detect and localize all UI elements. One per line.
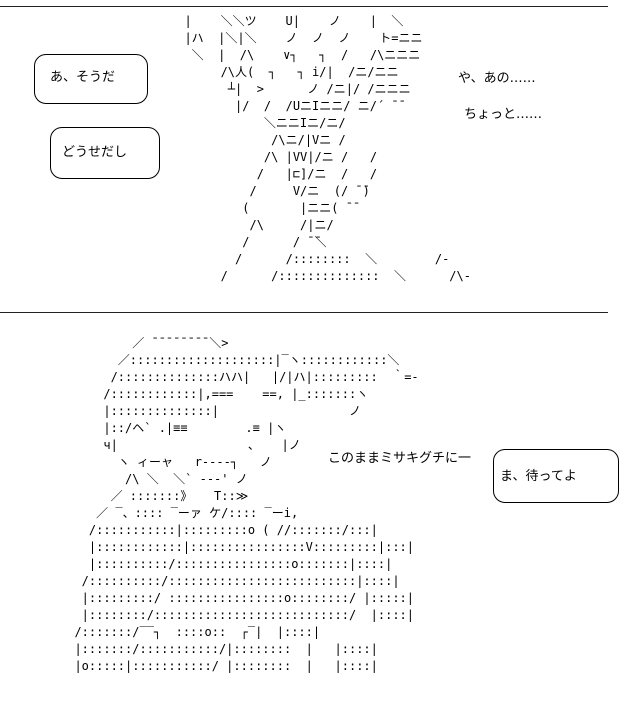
bubble-left-top-text: あ、そうだ	[50, 70, 116, 85]
panel-2: ／ ̄ ̄ ̄ ̄ ̄ ̄ ̄ ̄ ＼> ／::::::::::::::::::…	[0, 313, 629, 728]
speech-bubble-left-bottom	[50, 127, 160, 179]
ascii-art-figure-1: | ＼＼ツ U| ノ | ＼ |ハ |＼|＼ ノ ノ ノ ト=ニニ ＼ | /\…	[184, 14, 471, 283]
bubble-left-bottom-text: どうせだし	[62, 145, 128, 160]
panel-top-border	[0, 6, 608, 7]
narration-text: このままミサキグチに一	[328, 451, 472, 466]
ascii-art-figure-2: ／ ̄ ̄ ̄ ̄ ̄ ̄ ̄ ̄ ＼> ／::::::::::::::::::…	[74, 336, 419, 673]
dialogue-right-line-1: や、あの……	[458, 71, 536, 86]
bubble-right-text: ま、待ってよ	[500, 469, 577, 484]
dialogue-right-line-2: ちょっと……	[464, 107, 543, 122]
speech-bubble-right	[493, 449, 619, 503]
panel-1: あ、そうだ どうせだし や、あの…… ちょっと…… | ＼＼ツ U| ノ | ＼…	[0, 7, 608, 312]
speech-bubble-left-top	[34, 54, 148, 104]
panel-divider	[0, 312, 608, 313]
